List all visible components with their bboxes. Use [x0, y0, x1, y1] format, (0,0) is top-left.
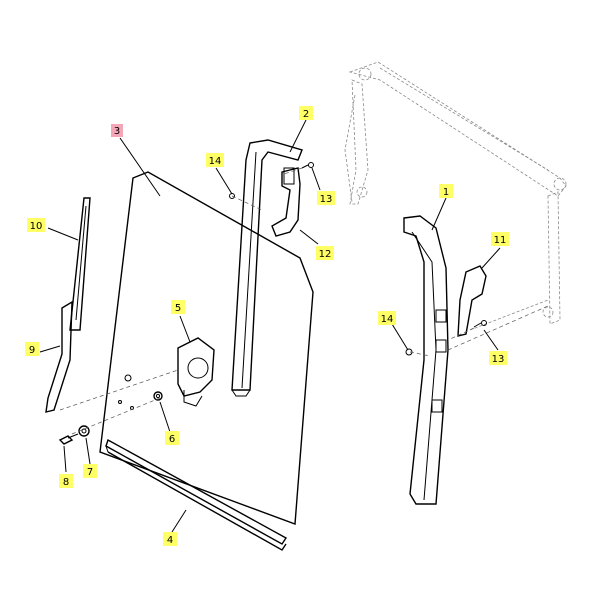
svg-text:13: 13	[492, 354, 505, 365]
cab-frame-outline	[344, 61, 567, 331]
svg-text:7: 7	[87, 467, 93, 478]
door-frame-rail	[231, 139, 303, 397]
callout-11[interactable]: 11	[491, 232, 509, 246]
svg-text:2: 2	[303, 109, 309, 120]
svg-text:5: 5	[175, 303, 181, 314]
svg-text:4: 4	[167, 535, 173, 546]
callout-6[interactable]: 6	[165, 431, 179, 445]
hardware-screw-13b	[473, 320, 487, 328]
callout-4[interactable]: 4	[163, 532, 177, 546]
assembly-dashed-lines	[59, 167, 549, 435]
callout-7[interactable]: 7	[83, 464, 97, 478]
door-post	[403, 215, 449, 505]
glass-holes	[118, 374, 134, 410]
svg-text:9: 9	[29, 345, 35, 356]
bottom-seal-strip	[105, 438, 288, 551]
callout-14-upper[interactable]: 14	[206, 153, 224, 167]
svg-text:13: 13	[320, 194, 333, 205]
callout-9[interactable]: 9	[25, 342, 39, 356]
callout-13-lower[interactable]: 13	[489, 351, 507, 365]
callout-5[interactable]: 5	[171, 300, 185, 314]
callout-12[interactable]: 12	[316, 246, 334, 260]
svg-text:6: 6	[169, 434, 175, 445]
callout-10[interactable]: 10	[27, 218, 45, 232]
wiper-motor	[177, 337, 215, 407]
bracket-part	[271, 167, 301, 237]
callout-3[interactable]: 3	[111, 124, 123, 137]
callout-2[interactable]: 2	[299, 106, 313, 120]
callout-14-lower[interactable]: 14	[378, 311, 396, 325]
svg-text:1: 1	[443, 187, 449, 198]
callout-1[interactable]: 1	[439, 184, 453, 198]
callout-13-upper[interactable]: 13	[317, 191, 335, 205]
hardware-screw-14b	[405, 348, 413, 356]
door-glass-panel	[99, 171, 314, 525]
leader-lines	[39, 119, 501, 533]
hardware-screw-13a	[301, 162, 314, 169]
wiper-blade	[69, 197, 91, 331]
svg-text:11: 11	[494, 235, 507, 246]
callout-8[interactable]: 8	[59, 474, 73, 488]
wiper-arm	[45, 300, 73, 413]
latch-part	[457, 265, 487, 337]
svg-text:8: 8	[63, 477, 69, 488]
svg-text:10: 10	[30, 221, 43, 232]
svg-text:14: 14	[209, 156, 222, 167]
svg-text:14: 14	[381, 314, 394, 325]
svg-text:3: 3	[114, 126, 120, 137]
svg-text:12: 12	[319, 249, 332, 260]
hardware-washer	[153, 391, 163, 401]
hardware-bolt	[58, 433, 79, 445]
